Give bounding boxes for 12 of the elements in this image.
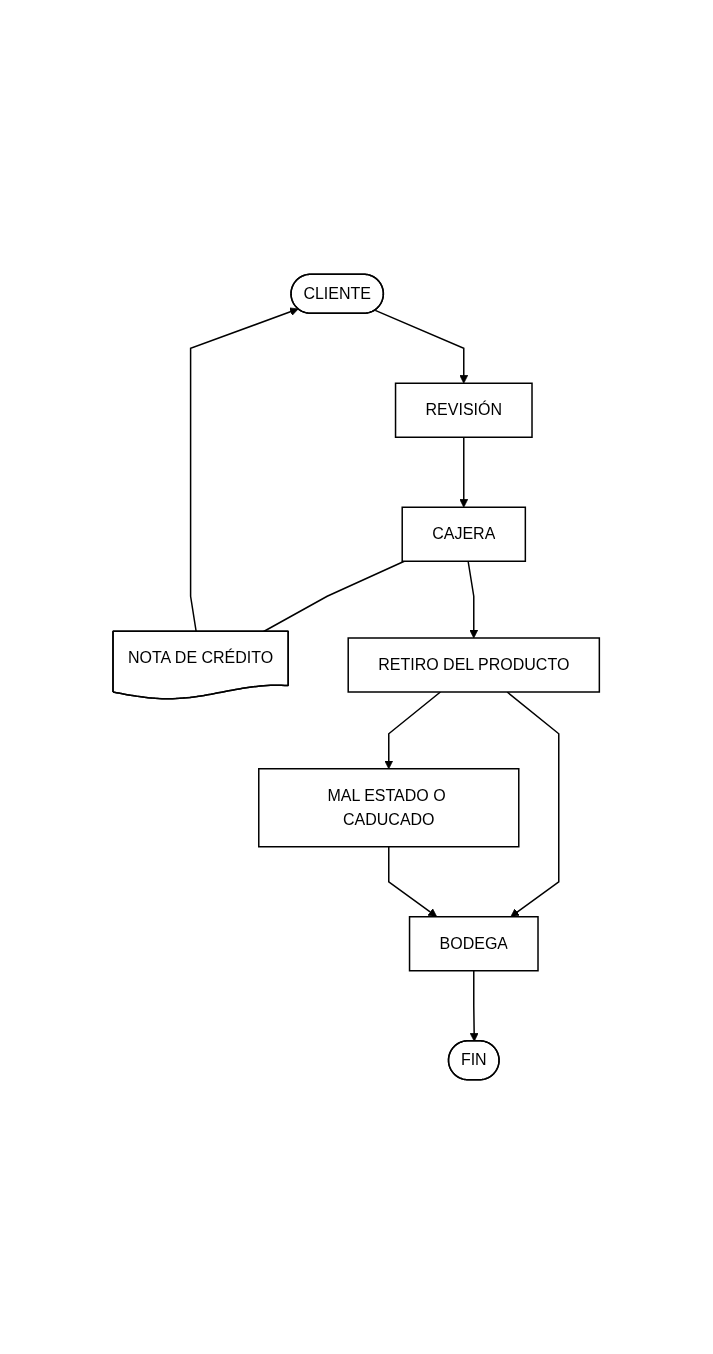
arrow: [374, 309, 469, 384]
node-box: BODEGA: [409, 916, 540, 972]
arrow: [388, 846, 438, 918]
arrow: [506, 691, 560, 918]
arrow: [384, 691, 442, 770]
node-box: RETIRO DEL PRODUCTO: [347, 637, 601, 693]
node-box: REVISIÓN: [395, 382, 534, 438]
arrow: [470, 970, 479, 1042]
node-box: CAJERA: [401, 506, 527, 562]
node-box: MAL ESTADO O CADUCADO: [258, 768, 520, 848]
arrow: [459, 436, 469, 508]
arrow: [467, 560, 479, 639]
